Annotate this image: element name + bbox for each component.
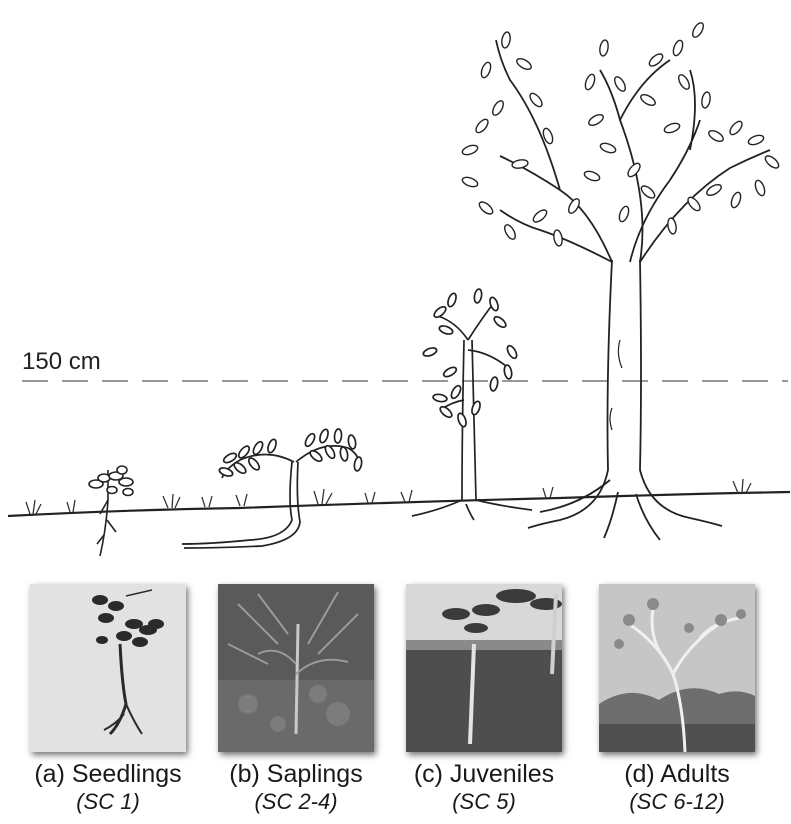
stage-title: (a) Seedlings — [13, 760, 203, 789]
size-class-label: (SC 5) — [389, 789, 579, 815]
adult-photo — [599, 584, 755, 752]
seedling-photo — [30, 584, 186, 752]
juvenile-photo — [406, 584, 562, 752]
juvenile-drawing — [412, 288, 532, 520]
caption-juveniles: (c) Juveniles (SC 5) — [389, 760, 579, 815]
caption-seedlings: (a) Seedlings (SC 1) — [13, 760, 203, 815]
size-class-label: (SC 1) — [13, 789, 203, 815]
caption-adults: (d) Adults (SC 6-12) — [582, 760, 772, 815]
reference-height-label: 150 cm — [22, 348, 101, 376]
size-class-label: (SC 6-12) — [582, 789, 772, 815]
sapling-drawing — [182, 428, 363, 548]
stage-title: (d) Adults — [582, 760, 772, 789]
growth-stage-illustration — [0, 0, 791, 560]
stage-title: (b) Saplings — [201, 760, 391, 789]
size-class-label: (SC 2-4) — [201, 789, 391, 815]
sapling-photo — [218, 584, 374, 752]
stage-title: (c) Juveniles — [389, 760, 579, 789]
caption-saplings: (b) Saplings (SC 2-4) — [201, 760, 391, 815]
adult-tree-drawing — [461, 21, 781, 540]
